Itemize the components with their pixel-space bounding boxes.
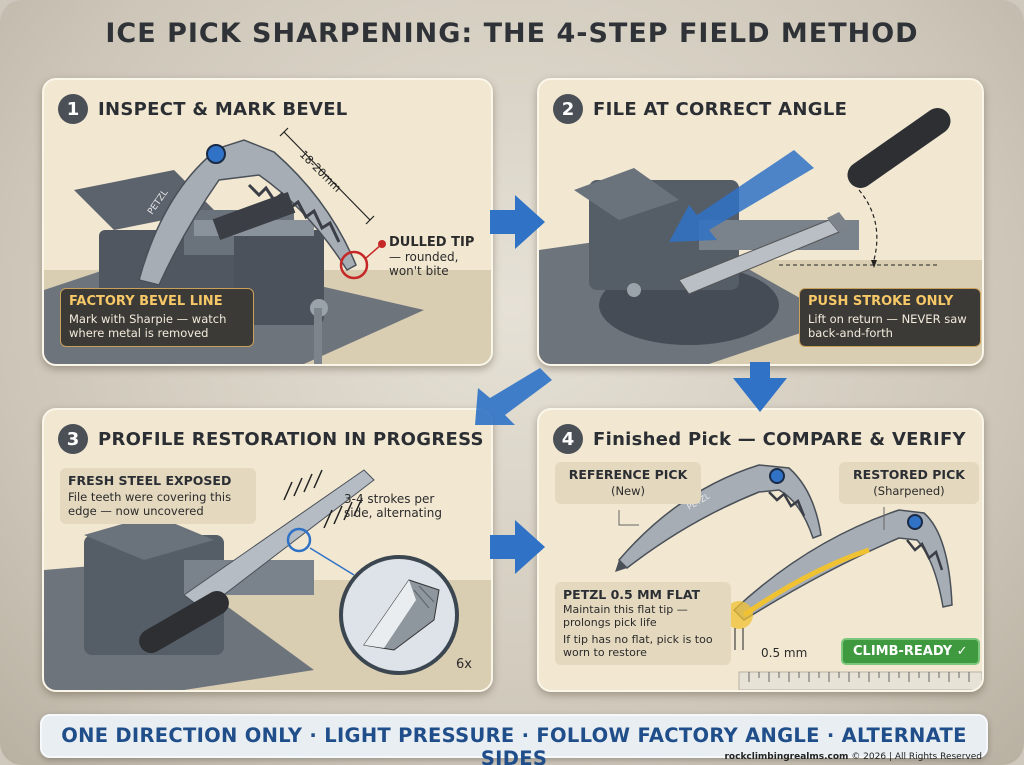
strokes-note: 3-4 strokes per side, alternating [344,492,442,520]
restored-pick-label: RESTORED PICK (Sharpened) [839,462,979,504]
panel-1: 1 INSPECT & MARK BEVEL PETZL 18-20mm [42,78,493,366]
dulled-tip-note: DULLED TIP — rounded, won't bite [389,235,475,279]
step-number: 4 [553,424,583,454]
panel-title: PROFILE RESTORATION IN PROGRESS [98,428,484,450]
climb-ready-badge: CLIMB-READY ✓ [841,638,980,665]
factory-bevel-callout: FACTORY BEVEL LINE Mark with Sharpie — w… [60,288,254,347]
push-stroke-callout: PUSH STROKE ONLY Lift on return — NEVER … [799,288,981,347]
arrow-down-icon [733,362,787,412]
page-title: ICE PICK SHARPENING: THE 4-STEP FIELD ME… [105,18,919,49]
profile-restoration-illustration [44,469,491,690]
footer-text: ONE DIRECTION ONLY · LIGHT PRESSURE · FO… [61,724,967,765]
panel-title: INSPECT & MARK BEVEL [98,98,348,120]
panel-3: 3 PROFILE RESTORATION IN PROGRESS [42,408,493,692]
panel-4: 4 Finished Pick — COMPARE & VERIFY PETZL [537,408,984,692]
footer-banner: ONE DIRECTION ONLY · LIGHT PRESSURE · FO… [40,714,988,765]
panel-2: 2 FILE AT CORRECT ANGLE PUSH STROKE ONLY… [537,78,984,366]
panel-title: Finished Pick — COMPARE & VERIFY [593,428,966,450]
magnification-label: 6x [456,657,472,672]
reference-pick-label: REFERENCE PICK (New) [555,462,701,504]
panel-title: FILE AT CORRECT ANGLE [593,98,848,120]
tip-measure-label: 0.5 mm [761,646,808,660]
credit-line: rockclimbingrealms.com © 2026 | All Righ… [724,752,982,762]
fresh-steel-callout: FRESH STEEL EXPOSED File teeth were cove… [60,468,256,524]
step-number: 2 [553,94,583,124]
step-number: 1 [58,94,88,124]
step-number: 3 [58,424,88,454]
petzl-flat-callout: PETZL 0.5 MM FLAT Maintain this flat tip… [555,582,731,665]
